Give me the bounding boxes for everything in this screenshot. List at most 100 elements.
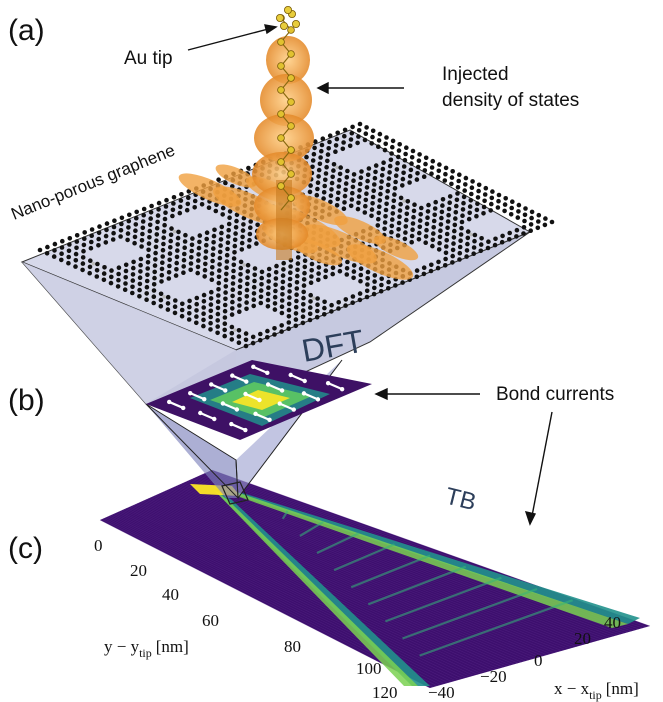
carbon-atom xyxy=(251,297,257,303)
dft-arrow-head xyxy=(288,372,293,378)
carbon-atom xyxy=(140,225,146,231)
carbon-atom xyxy=(179,313,185,319)
bond-currents-label: Bond currents xyxy=(496,384,614,405)
carbon-atom xyxy=(67,242,72,247)
carbon-atom xyxy=(227,209,233,214)
carbon-atom xyxy=(223,284,229,289)
carbon-atom xyxy=(334,203,340,208)
y-axis: 0 20 40 60 80 100 120 y − ytip[nm] xyxy=(94,536,398,702)
carbon-atom xyxy=(160,254,165,259)
carbon-atom xyxy=(144,291,149,296)
carbon-atom xyxy=(435,174,441,180)
carbon-atom xyxy=(372,175,378,181)
carbon-atom xyxy=(115,284,121,289)
carbon-atom xyxy=(189,248,194,254)
carbon-atom xyxy=(471,251,477,256)
carbon-atom xyxy=(210,258,215,264)
carbon-atom xyxy=(295,255,301,260)
carbon-atom xyxy=(226,221,232,227)
carbon-atom xyxy=(179,307,185,313)
carbon-atom xyxy=(122,287,128,293)
carbon-atom xyxy=(293,317,299,322)
tb-stripe xyxy=(112,513,456,682)
carbon-atom xyxy=(215,330,220,336)
carbon-atom xyxy=(183,232,188,238)
carbon-atom xyxy=(366,166,372,171)
carbon-atom xyxy=(301,277,307,282)
carbon-atom xyxy=(357,181,363,187)
carbon-atom xyxy=(351,263,357,268)
carbon-atom xyxy=(358,175,364,180)
carbon-atom xyxy=(137,287,142,293)
carbon-atom xyxy=(109,268,114,273)
carbon-atom xyxy=(478,248,484,254)
carbon-atom xyxy=(344,175,350,180)
carbon-atom xyxy=(386,182,391,188)
carbon-atom xyxy=(344,272,350,277)
carbon-atom xyxy=(496,192,502,198)
carbon-atom xyxy=(144,284,150,290)
carbon-atom xyxy=(482,198,487,204)
carbon-atom xyxy=(137,294,142,299)
carbon-atom xyxy=(272,326,277,331)
carbon-atom xyxy=(230,281,236,286)
carbon-atom xyxy=(393,173,399,178)
carbon-atom xyxy=(194,295,200,301)
carbon-atom xyxy=(376,216,381,222)
carbon-atom xyxy=(87,264,93,270)
carbon-atom xyxy=(400,176,406,182)
carbon-atom xyxy=(222,302,228,308)
carbon-atom xyxy=(392,186,398,191)
carbon-atom xyxy=(169,226,174,231)
carbon-atom xyxy=(215,318,220,323)
carbon-atom xyxy=(181,257,187,263)
carbon-atom xyxy=(337,268,343,274)
carbon-atom xyxy=(196,258,201,263)
carbon-atom xyxy=(130,284,135,290)
carbon-atom xyxy=(350,294,356,299)
carbon-atom xyxy=(94,268,100,273)
tb-stripe xyxy=(185,481,599,641)
carbon-atom xyxy=(293,311,299,316)
carbon-atom xyxy=(176,229,181,235)
y-tick: 80 xyxy=(284,637,301,656)
carbon-atom xyxy=(219,224,225,230)
dft-arrow xyxy=(252,365,268,374)
carbon-atom xyxy=(475,195,481,200)
dft-arrow xyxy=(303,392,319,401)
carbon-atom xyxy=(146,241,152,246)
carbon-atom xyxy=(60,238,65,244)
carbon-atom xyxy=(465,235,471,241)
carbon-atom xyxy=(372,285,377,291)
injected-label-line2: density of states xyxy=(442,90,579,111)
carbon-atom xyxy=(158,297,164,303)
carbon-atom xyxy=(294,292,299,298)
au-atom xyxy=(287,194,295,202)
carbon-atom xyxy=(222,308,228,314)
au-atom xyxy=(277,62,285,70)
carbon-atom xyxy=(144,278,150,284)
carbon-atom xyxy=(412,202,417,207)
carbon-atom xyxy=(443,263,448,268)
dft-arrow-tail xyxy=(181,405,186,411)
carbon-atom xyxy=(301,283,307,288)
carbon-atom xyxy=(507,230,512,236)
carbon-atom xyxy=(259,282,264,287)
carbon-atom xyxy=(131,259,136,265)
carbon-atom xyxy=(279,323,285,328)
carbon-atom xyxy=(87,270,92,276)
carbon-atom xyxy=(443,250,449,256)
carbon-atom xyxy=(489,195,495,201)
tb-stripe xyxy=(118,511,467,678)
carbon-atom xyxy=(192,198,198,204)
carbon-atom xyxy=(111,224,117,230)
carbon-atom xyxy=(321,196,326,201)
carbon-atom xyxy=(232,243,238,249)
carbon-atom xyxy=(315,296,320,301)
tb-stripe xyxy=(140,501,511,666)
carbon-atom xyxy=(103,240,109,245)
carbon-atom xyxy=(396,154,401,160)
carbon-atom xyxy=(429,262,434,268)
carbon-atom xyxy=(492,242,498,248)
au-tip-assembly xyxy=(252,6,314,260)
